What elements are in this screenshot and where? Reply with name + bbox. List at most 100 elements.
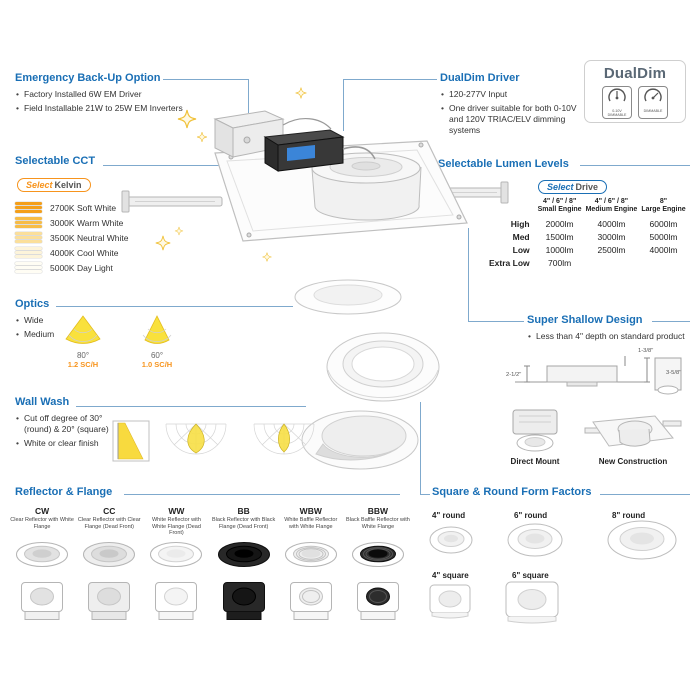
lumen-header-row: 4" / 6" / 8"Small Engine 4" / 6" / 8"Med… xyxy=(486,198,688,218)
col-engine: Medium Engine xyxy=(585,206,638,214)
reflector-code: CC xyxy=(103,506,116,516)
reflector-option-cw: CW Clear Reflector with White Flange xyxy=(10,506,74,627)
dimmer-triac-icon: DIMMABLE xyxy=(638,86,668,120)
reflector-option-wbw: WBW White Baffle Reflector with White Fl… xyxy=(279,506,343,627)
medium-beam-icon xyxy=(142,315,172,344)
square-reflector-image xyxy=(21,582,64,620)
lumens-title: Selectable Lumen Levels xyxy=(438,158,569,170)
dimmer-0-10v-icon: 0-10V DIMMABLE xyxy=(602,86,632,120)
reflector-code: BBW xyxy=(367,506,389,516)
wall-wash-scoop-trim xyxy=(301,410,419,470)
square-4in-image xyxy=(429,584,471,619)
reflector-option-bb: BB Black Reflector with Black Flange (De… xyxy=(212,506,276,627)
connector-line xyxy=(580,165,690,166)
lumen-value: 1500lm xyxy=(545,232,574,243)
shallow-dimension-drawing xyxy=(515,356,682,395)
badge-select-text: Select xyxy=(26,180,53,190)
beam-wide: 80° 1.2 SC/H xyxy=(58,314,108,369)
section-optics: Optics Wide Medium xyxy=(15,298,65,343)
optics-bullets: Wide Medium xyxy=(15,315,65,340)
label-4in-square: 4" square xyxy=(432,571,469,580)
lumen-row: High 2000lm 4000lm 6000lm xyxy=(486,218,688,231)
dim-label: 2-1/2" xyxy=(506,372,522,378)
reflector-desc: White Reflector with White Flange (Dead … xyxy=(151,517,201,537)
cct-item: 4000K Cool White xyxy=(15,247,155,258)
dial-icon xyxy=(644,88,662,102)
optics-title: Optics xyxy=(15,298,50,310)
cct-title: Selectable CCT xyxy=(15,155,96,167)
round-reflector-image xyxy=(83,542,136,567)
connector-line xyxy=(652,321,690,322)
cct-swatch-3500k xyxy=(15,232,42,243)
square-baffle-reflector-image xyxy=(289,582,332,620)
lumen-value: 6000lm xyxy=(649,219,678,230)
reflector-desc: Black Baffle Reflector with White Flange xyxy=(346,517,410,530)
bullet-item: Factory Installed 6W EM Driver xyxy=(15,89,255,100)
dim-label: 3-5/8" xyxy=(666,370,682,376)
cct-swatch-3000k xyxy=(15,217,42,228)
row-label: Med xyxy=(512,232,530,243)
col-size: 8" xyxy=(659,198,668,205)
connector-line xyxy=(103,165,237,166)
cct-item: 2700K Soft White xyxy=(15,202,155,213)
connector-line xyxy=(76,406,306,407)
cct-label: 3500K Neutral White xyxy=(50,232,129,243)
reflector-option-cc: CC Clear Reflector with Clear Flange (De… xyxy=(77,506,141,627)
bullet-item: One driver suitable for both 0-10V and 1… xyxy=(440,103,586,136)
lumen-value: 2500lm xyxy=(597,245,626,256)
round-6in-image xyxy=(507,523,563,557)
connector-line xyxy=(343,79,437,80)
bullet-item: Less than 4" depth on standard product xyxy=(527,331,692,342)
dualdim-driver-title: DualDim Driver xyxy=(440,72,520,84)
lumen-row: Extra Low 700lm xyxy=(486,257,688,270)
flat-dome-trim xyxy=(294,279,402,315)
bullet-item: Medium xyxy=(15,329,65,340)
section-reflector-flange: Reflector & Flange xyxy=(15,486,112,498)
round-photometric-plot xyxy=(165,423,227,455)
bullet-item: Field Installable 21W to 25W EM Inverter… xyxy=(15,103,255,114)
reflector-desc: Clear Reflector with White Flange xyxy=(10,517,74,530)
connector-line xyxy=(343,79,344,131)
driver-box xyxy=(263,129,345,172)
round-baffle-reflector-image xyxy=(284,542,337,567)
cct-item: 5000K Day Light xyxy=(15,262,155,273)
lumen-value: 4000lm xyxy=(649,245,678,256)
lumen-row: Med 1500lm 3000lm 5000lm xyxy=(486,231,688,244)
bullet-item: Cut off degree of 30° (round) & 20° (squ… xyxy=(15,413,115,435)
reflector-code: WBW xyxy=(299,506,322,516)
reflector-title: Reflector & Flange xyxy=(15,486,113,498)
lumen-value: 700lm xyxy=(548,258,572,269)
wire xyxy=(342,146,376,160)
connector-line xyxy=(420,494,430,495)
connector-line xyxy=(163,79,248,80)
dimmer-caption: 0-10V DIMMABLE xyxy=(607,109,627,118)
dualdim-logo-box: DualDim 0-10V DIMMABLE DIMMABLE xyxy=(584,60,686,124)
cct-label: 2700K Soft White xyxy=(50,202,117,213)
reflector-option-bbw: BBW Black Baffle Reflector with White Fl… xyxy=(346,506,410,627)
reflector-desc: White Baffle Reflector with White Flange xyxy=(284,517,338,530)
round-reflector-image xyxy=(150,542,203,567)
dualdim-bullets: 120-277V Input One driver suitable for b… xyxy=(440,89,586,136)
open-ring-trim xyxy=(326,332,440,402)
fixture-illustration xyxy=(121,87,509,262)
lumen-value xyxy=(639,257,687,270)
reflector-code: BB xyxy=(237,506,250,516)
trim-options-illustration xyxy=(294,279,440,470)
round-4in-image xyxy=(429,526,473,554)
cct-item: 3500K Neutral White xyxy=(15,232,155,243)
cct-swatch-4000k xyxy=(15,247,42,258)
square-reflector-image xyxy=(222,582,265,620)
formfactors-title: Square & Round Form Factors xyxy=(432,486,592,498)
col-size: 4" / 6" / 8" xyxy=(542,198,577,205)
wallwash-bullets: Cut off degree of 30° (round) & 20° (squ… xyxy=(15,413,115,449)
square-photometric-plot xyxy=(253,423,315,455)
bullet-item: Wide xyxy=(15,315,65,326)
cct-item: 3000K Warm White xyxy=(15,217,155,228)
label-6in-square: 6" square xyxy=(512,571,549,580)
new-construction-image xyxy=(584,415,682,447)
square-reflector-image xyxy=(88,582,131,620)
